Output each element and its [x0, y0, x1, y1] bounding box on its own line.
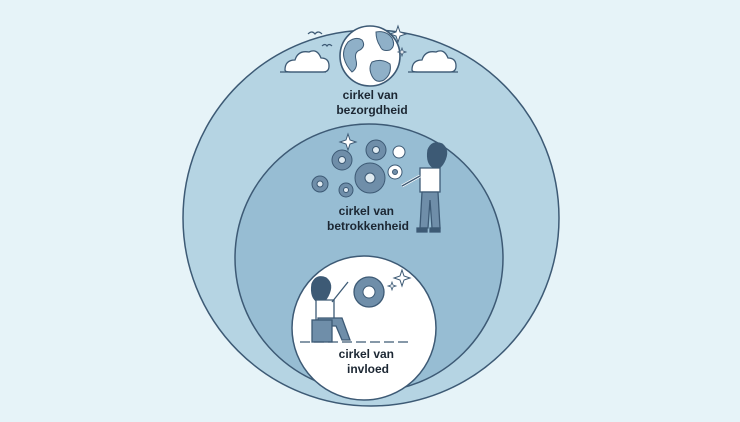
person-standing-illustration: [401, 142, 448, 233]
gears-icon: [311, 139, 406, 198]
outer-circle-label: cirkel van bezorgdheid: [336, 88, 407, 117]
sparkle-icon: [388, 24, 408, 44]
inner-circle-label: cirkel van invloed: [339, 347, 398, 376]
sparkle-icon: [338, 132, 358, 152]
sparkle-icon: [392, 268, 412, 288]
cloud-icon-left: [280, 50, 330, 73]
person-sitting-illustration: [300, 276, 412, 343]
sparkle-icon: [386, 280, 398, 292]
globe-icon: [339, 25, 401, 87]
inner-circle-group: cirkel van invloed: [291, 255, 437, 401]
sparkle-icon: [396, 46, 408, 58]
middle-circle-label: cirkel van betrokkenheid: [327, 204, 409, 233]
gear-icon: [353, 276, 385, 308]
bird-icon: [321, 43, 333, 48]
bird-icon: [307, 31, 323, 35]
cloud-icon-right: [408, 50, 458, 73]
